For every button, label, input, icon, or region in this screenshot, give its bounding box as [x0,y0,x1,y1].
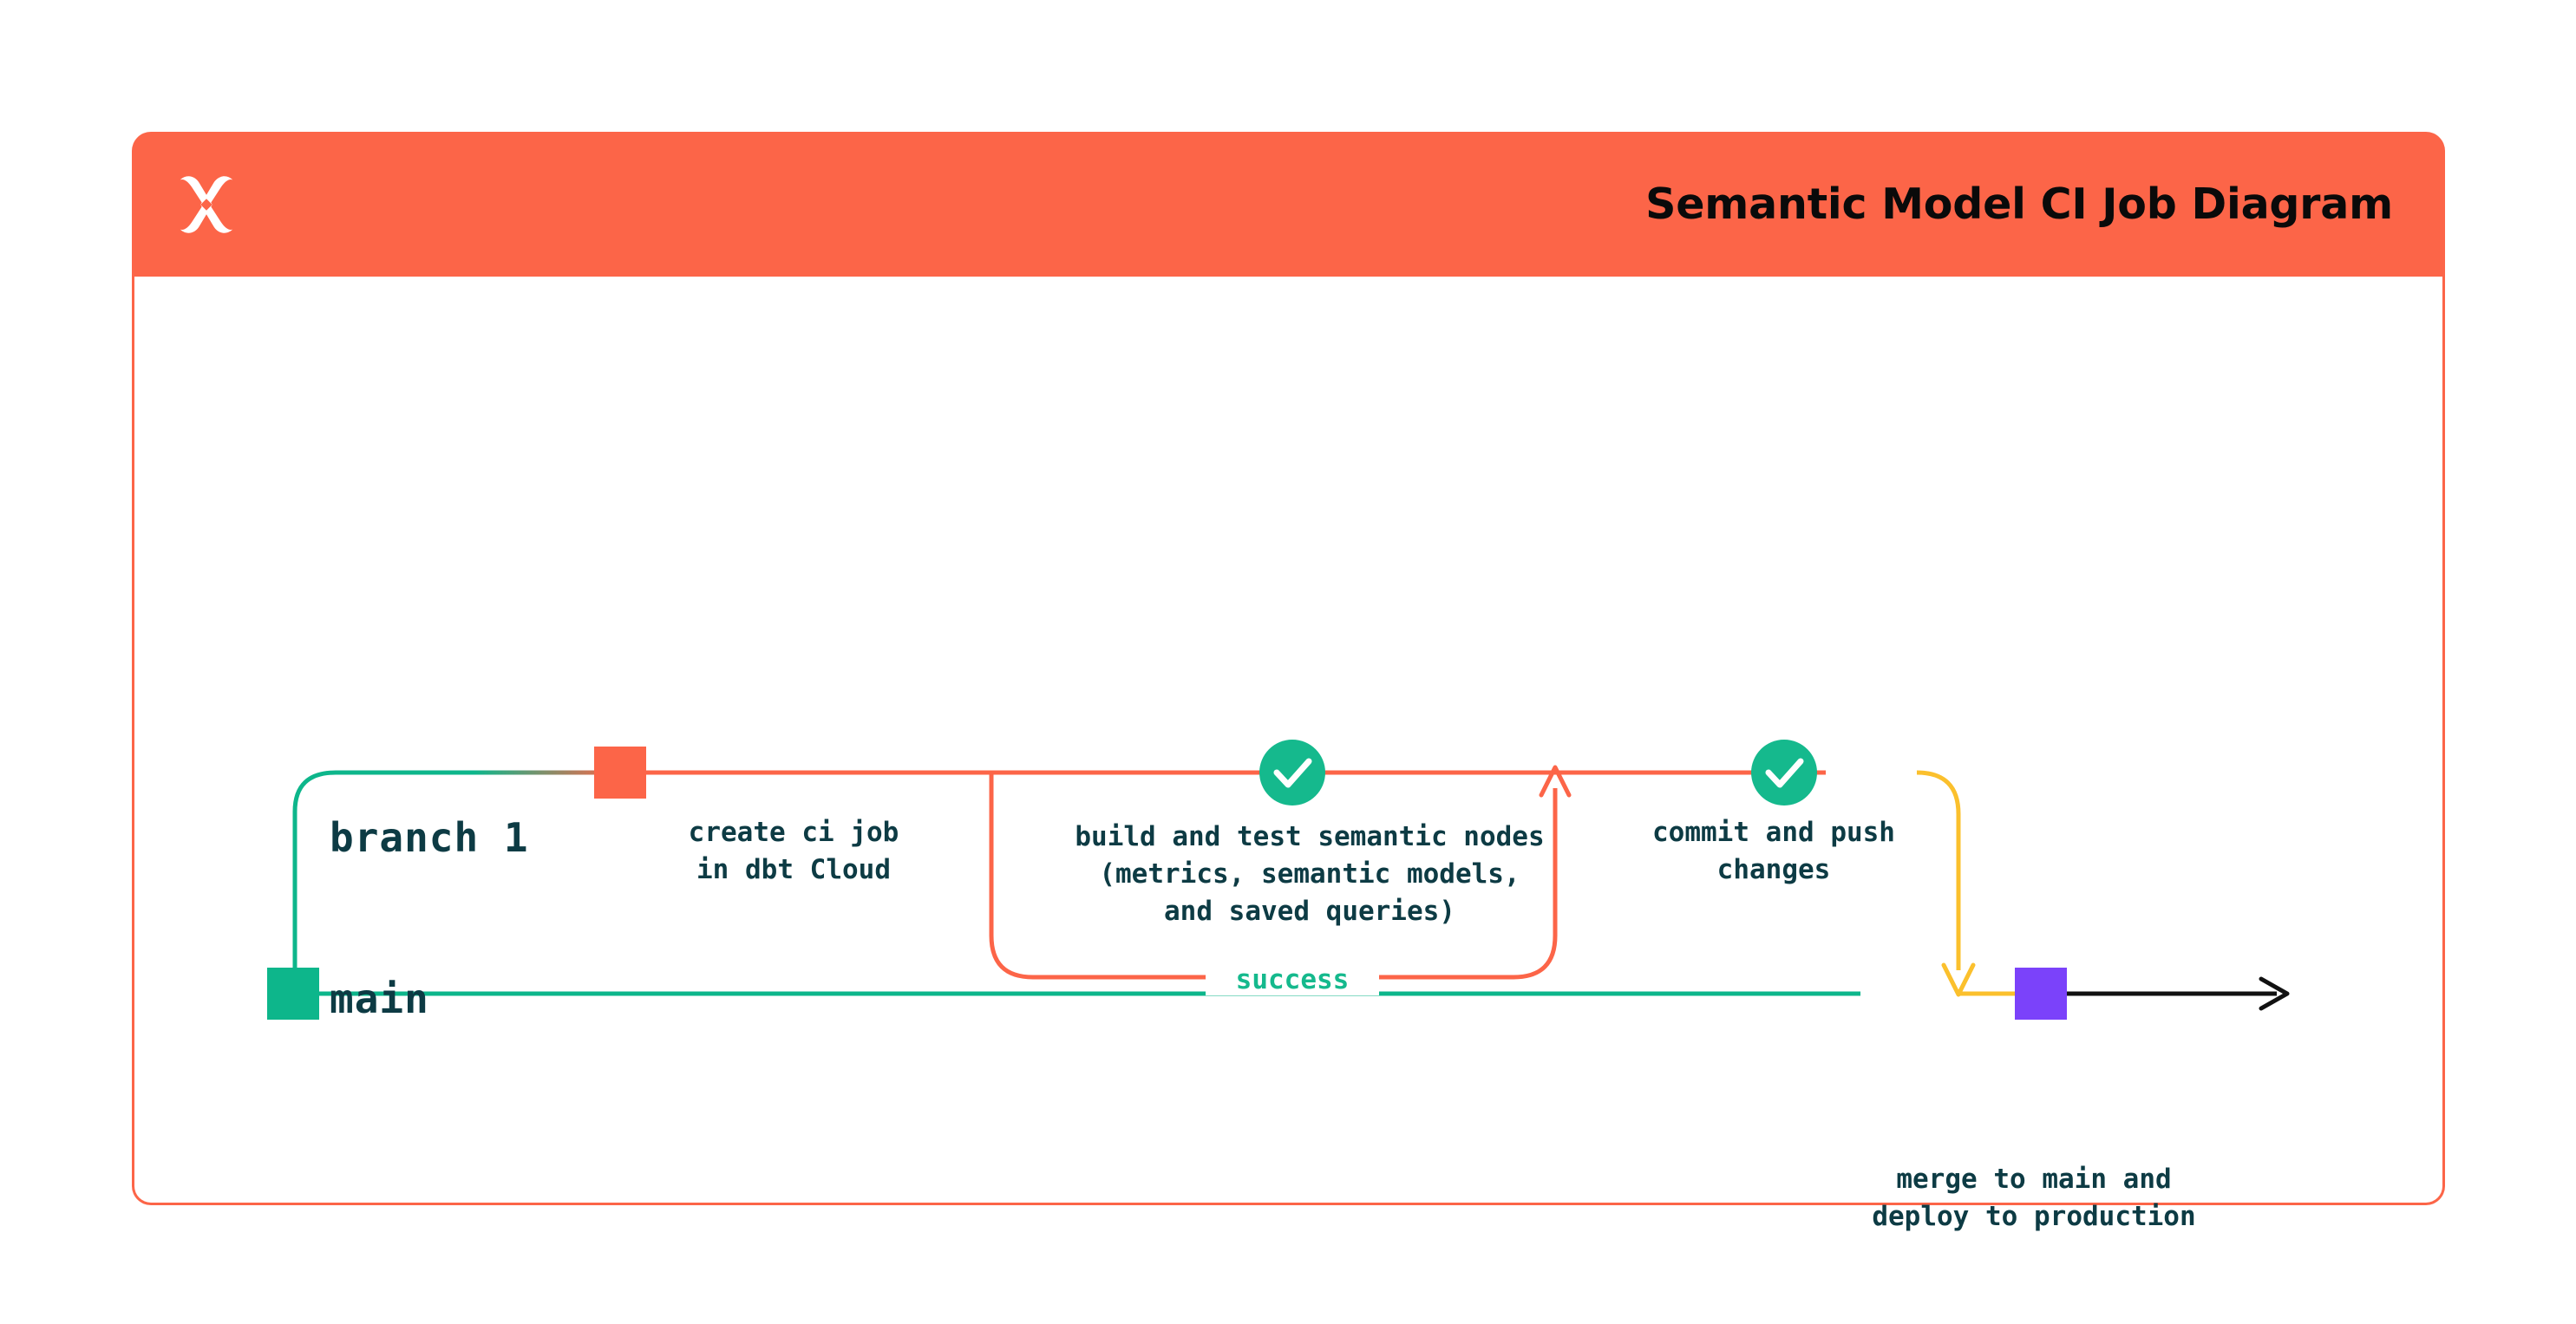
caption-build-and-test: build and test semantic nodes (metrics, … [1075,821,1545,927]
lane-label-branch1: branch 1 [330,814,529,861]
node-marker-main-start[interactable] [267,968,319,1020]
node-marker-commit-and-push[interactable] [1751,740,1817,805]
card-title: Semantic Model CI Job Diagram [1645,179,2393,229]
lane-label-main: main [330,975,429,1022]
check-icon [1273,758,1312,788]
caption-merge-to-main: merge to main and deploy to production [1872,1164,2196,1232]
card-header: Semantic Model CI Job Diagram [132,132,2445,277]
branch-out-edge [292,770,623,996]
card-body: branch 1 main create ci job in dbt Cloud… [132,277,2448,1232]
success-loop-label: success [1206,964,1379,995]
node-marker-build-and-test[interactable] [1259,740,1325,805]
ci-job-diagram: branch 1 main create ci job in dbt Cloud… [134,277,2448,1232]
caption-create-ci-job: create ci job in dbt Cloud [688,817,899,885]
check-icon [1765,758,1804,788]
node-marker-create-ci-job[interactable] [594,747,646,799]
caption-commit-and-push: commit and push changes [1652,817,1895,885]
merge-down-edge [1916,770,2017,997]
main-continue-arrow [2064,976,2290,1011]
node-marker-merge-to-main[interactable] [2015,968,2067,1020]
diagram-card: Semantic Model CI Job Diagram [132,132,2448,1232]
dbt-x-logo-icon [170,168,243,241]
diagram-canvas [267,740,2290,1020]
